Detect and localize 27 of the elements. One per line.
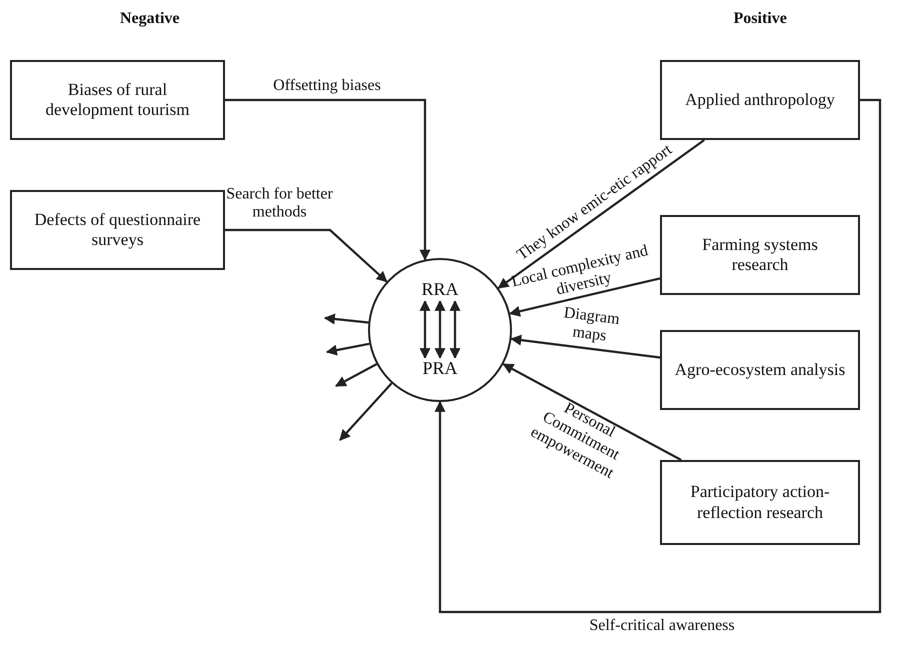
arrow (434, 98, 882, 614)
arrow (510, 334, 660, 359)
process-box: Farming systems research (660, 215, 860, 295)
process-box: Participatory action-reflection research (660, 460, 860, 545)
arrow (339, 382, 392, 441)
process-box: Applied anthropology (660, 60, 860, 140)
arrow (502, 363, 682, 461)
arrow (225, 98, 430, 261)
edge-label: Diagram maps (562, 304, 622, 348)
column-heading: Positive (734, 10, 787, 28)
circle-node (368, 258, 512, 402)
process-box: Agro-ecosystem analysis (660, 330, 860, 410)
arrow (225, 228, 388, 282)
process-box: Biases of rural development tourism (10, 60, 225, 140)
arrow (498, 139, 705, 289)
arrow (326, 342, 370, 356)
edge-label: Self-critical awareness (588, 616, 736, 636)
arrow (420, 300, 430, 360)
arrow (335, 363, 378, 387)
column-heading: Negative (120, 10, 180, 28)
process-box: Defects of questionnaire surveys (10, 190, 225, 270)
arrow (450, 300, 460, 360)
arrow (509, 277, 660, 317)
arrow (324, 314, 369, 324)
edge-label: Offsetting biases (272, 76, 382, 96)
arrow (434, 300, 446, 360)
edge-label: Search for better methods (225, 186, 334, 222)
